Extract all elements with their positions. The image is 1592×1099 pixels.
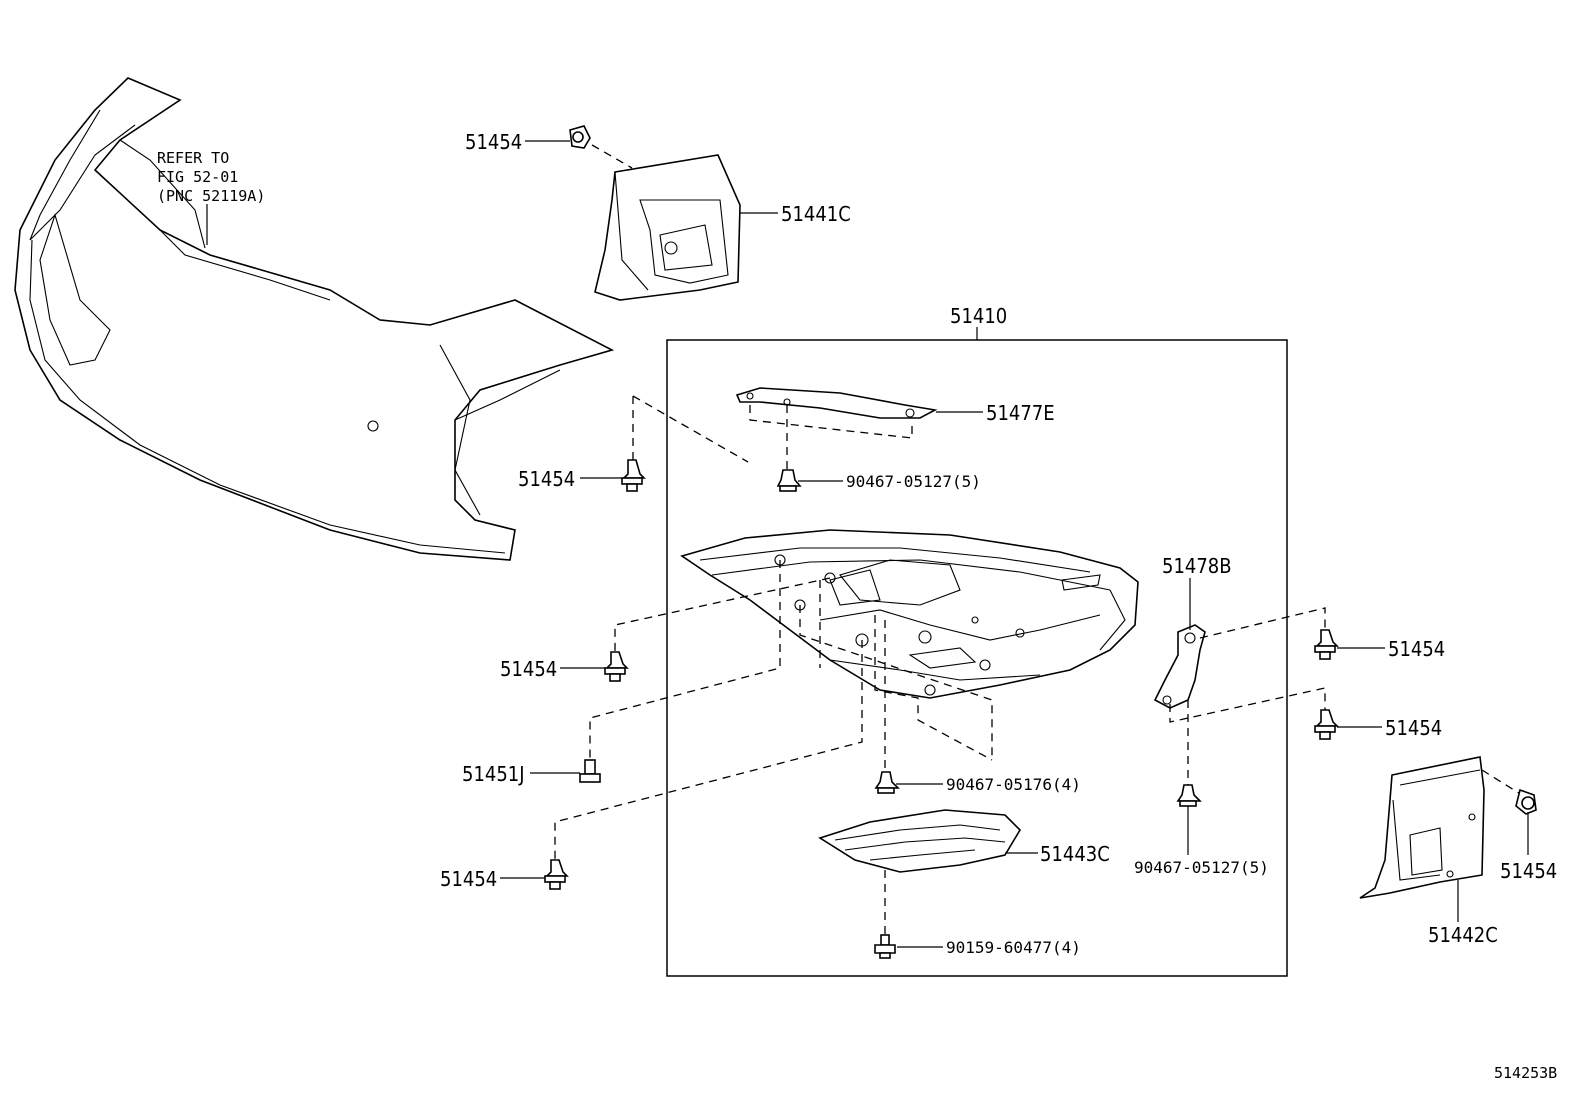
clip-icon	[1314, 709, 1339, 740]
clip-icon	[1515, 788, 1537, 815]
cover-51443C	[818, 809, 1022, 873]
screw-icon	[776, 469, 802, 492]
reference-note: REFER TO FIG 52-01 (PNC 52119A)	[157, 149, 265, 245]
clip-icon	[1314, 629, 1339, 660]
label-clip-51454-g: 51454	[1500, 859, 1557, 883]
figure-id: 514253B	[1494, 1064, 1557, 1082]
ref-note-line3: (PNC 52119A)	[157, 187, 265, 205]
label-clip-51454-d: 51454	[1388, 637, 1445, 661]
screw-icon	[1176, 784, 1202, 807]
front-bumper-cover	[14, 77, 615, 561]
label-clip-51454-a: 51454	[465, 130, 522, 154]
label-bracket-51478B: 51478B	[1162, 554, 1232, 578]
ref-note-line2: FIG 52-01	[157, 168, 238, 186]
label-shield-51441C: 51441C	[781, 202, 851, 226]
ref-note-line1: REFER TO	[157, 149, 229, 167]
bracket-51478B	[1153, 624, 1206, 709]
clip-icon	[621, 459, 646, 492]
label-clip-51454-b: 51454	[518, 467, 575, 491]
label-shield-51442C: 51442C	[1428, 923, 1498, 947]
label-screw-90467-05127-top: 90467-05127(5)	[846, 472, 981, 491]
engine-under-cover	[680, 529, 1139, 699]
label-clip-51454-c: 51454	[500, 657, 557, 681]
label-brace-51477E: 51477E	[986, 401, 1055, 425]
label-bolt-51451J: 51451J	[462, 762, 525, 786]
label-screw-90159-60477: 90159-60477(4)	[946, 938, 1081, 957]
label-clip-51454-e: 51454	[1385, 716, 1442, 740]
label-screw-90467-05176: 90467-05176(4)	[946, 775, 1081, 794]
brace-51477E	[735, 387, 938, 419]
screw-icon	[874, 771, 900, 794]
label-screw-90467-05127-right: 90467-05127(5)	[1134, 858, 1269, 877]
clip-icon	[604, 651, 629, 682]
clip-icon	[569, 125, 591, 149]
shield-51442C	[1359, 756, 1485, 899]
label-clip-51454-f: 51454	[440, 867, 497, 891]
clip-icon	[544, 859, 569, 890]
label-cover-51443C: 51443C	[1040, 842, 1110, 866]
shield-51441C	[594, 154, 741, 301]
screw-icon	[874, 934, 896, 959]
bolt-icon	[579, 759, 601, 783]
label-assembly-51410: 51410	[950, 304, 1007, 328]
